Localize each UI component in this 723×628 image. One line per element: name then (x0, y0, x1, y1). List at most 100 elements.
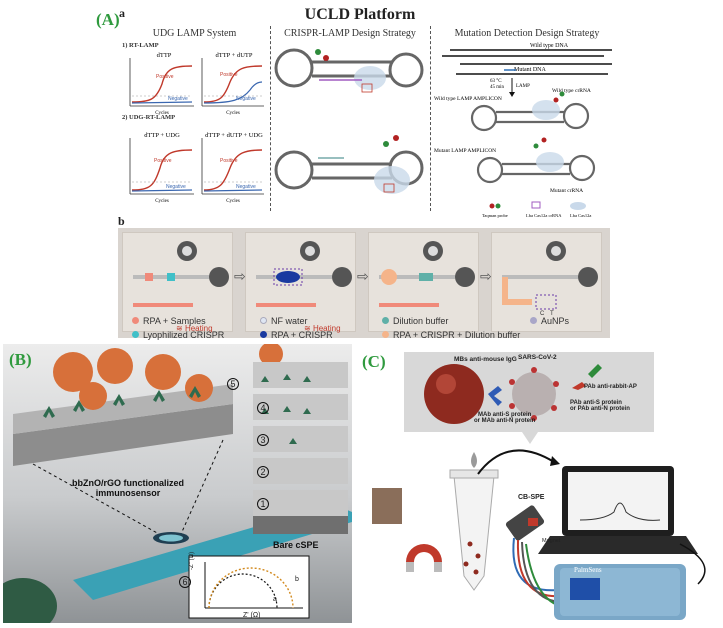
lamp-label: LAMP (516, 84, 530, 89)
arrow-3: ⇨ (480, 268, 492, 284)
chip-step-2 (245, 232, 356, 332)
legend-probe: Taqman probe (482, 213, 508, 218)
probe-red-bottom (393, 135, 399, 141)
legend-crrna: Lba Cas12a crRNA (526, 213, 562, 218)
nyquist-xaxis: Z' (Ω) (243, 612, 261, 619)
chip-step-3 (368, 232, 479, 332)
legend-item-rpa-samples: RPA + Samples (132, 316, 206, 326)
plot-1: dTTP Positive Negative Cycles (129, 52, 194, 116)
step-5: 5 (227, 378, 239, 390)
virus-particles (53, 344, 283, 410)
legend-item-rpa-crispr-dilution: RPA + CRISPR + Dilution buffer (382, 330, 520, 340)
legend-label: RPA + CRISPR (271, 330, 333, 340)
plot-3-xaxis: Cycles (155, 199, 169, 204)
udg-plots: dTTP Positive Negative Cycles dTTP + dUT… (129, 52, 264, 204)
mutant-dna-label: Mutant DNA (514, 67, 546, 73)
panel-C-electrochemical: (C) (358, 344, 721, 623)
legend-label: Dilution buffer (393, 316, 449, 326)
step-6: 6 (179, 576, 191, 588)
chip-letter-c: C (540, 311, 545, 317)
cbspe-label: CB-SPE (518, 494, 545, 501)
plot-3: dTTP + UDG Positive Negative Cycles (129, 132, 194, 204)
probe-green-top (315, 49, 321, 55)
legend-item-aunps: AuNPs (530, 316, 569, 326)
legend-dot (382, 317, 389, 324)
wt-dna-label: Wild type DNA (530, 43, 569, 49)
plot-4-xaxis: Cycles (226, 199, 240, 204)
legend-dot (260, 317, 267, 324)
plot-3-title: dTTP + UDG (144, 132, 180, 139)
step-2: 2 (257, 466, 269, 478)
panel-B-tag: (B) (9, 350, 32, 369)
panel-B-immunosensor: (B) bbZnO/rGO functionalized immunosenso… (3, 344, 352, 623)
sub-letter-a: a (119, 6, 125, 20)
plot-3-positive: Positive (154, 158, 172, 164)
mut-crrna-label: Mutant crRNA (550, 188, 583, 194)
legend-dot (132, 331, 139, 338)
sub-letter-b: b (118, 214, 125, 228)
legend-dot (530, 317, 537, 324)
crispr-lamp-diagram (274, 48, 424, 194)
nyquist-curve-a: a (273, 596, 277, 603)
device-label: PalmSens (574, 566, 602, 574)
ucld-title: UCLD Platform (304, 6, 416, 23)
plot-2: dTTP + dUTP Positive Negative Cycles (201, 52, 264, 116)
cas12a-blob-bottom (374, 166, 410, 194)
dumbbell-top (274, 48, 424, 93)
plot-3-negative: Negative (166, 184, 186, 190)
panel-a-ucld: (A) a UCLD Platform UDG LAMP System 1) R… (0, 0, 723, 222)
legend-label: AuNPs (541, 316, 570, 326)
mutation-title: Mutation Detection Design Strategy (454, 28, 600, 39)
step-1: 1 (257, 498, 269, 510)
nyquist-curve-b: b (295, 576, 299, 583)
udg-lamp-title: UDG LAMP System (152, 28, 237, 39)
legend-item-nf-water: NF water (260, 316, 308, 326)
virus-label: SARS-CoV-2 (518, 354, 557, 361)
arrow-2: ⇨ (357, 268, 369, 284)
legend-dot (132, 317, 139, 324)
legend-label: Lyophilized CRISPR (143, 330, 225, 340)
legend-cas: Lba Cas12a (570, 213, 591, 218)
heating-text-2: Heating (312, 324, 341, 333)
rt-lamp-label: 1) RT-LAMP (122, 42, 159, 49)
mutation-diagram: Wild type DNA Mutant DNA LAMP 63 °C 45 m… (434, 43, 612, 218)
plot-2-negative: Negative (236, 96, 256, 102)
heating-label-2: ≋ Heating (304, 324, 341, 333)
legend-label: NF water (271, 316, 308, 326)
magnet-label: Magnet (542, 538, 561, 544)
dumbbell-bottom (274, 135, 424, 194)
pab-rabbit-label: PAb anti-rabbit-AP (584, 384, 637, 390)
antibodies (43, 386, 201, 418)
plot-2-xaxis: Cycles (226, 111, 240, 116)
mbs-label: MBs anti-mouse IgG (454, 356, 517, 363)
probe-red-top (323, 55, 329, 61)
wt-crrna-label: Wild type crRNA (552, 88, 591, 94)
udg-rt-lamp-label: 2) UDG-RT-LAMP (122, 114, 176, 121)
plot-1-xaxis: Cycles (155, 111, 169, 116)
plot-1-title: dTTP (157, 52, 172, 59)
panel-a-tag: (A) (96, 10, 120, 29)
panel-b-legend: RPA + Samples NF water Dilution buffer A… (130, 316, 610, 344)
plot-4-title: dTTP + dUTP + UDG (205, 132, 263, 139)
sensor-scene (372, 352, 706, 620)
separator-right (430, 26, 431, 211)
legend-item-rpa-crispr: RPA + CRISPR (260, 330, 333, 340)
chip-letter-t: T (550, 311, 554, 317)
legend-item-dilution: Dilution buffer (382, 316, 448, 326)
plot-1-positive: Positive (156, 74, 174, 80)
mut-amplicon-label: Mutant LAMP AMPLICON (434, 148, 496, 154)
arrow-1: ⇨ (234, 268, 246, 284)
bare-cspe-label: Bare cSPE (273, 540, 319, 550)
nyquist-yaxis: -Z'' (Ω) (189, 551, 195, 570)
pab-label: PAb anti-S protein or PAb anti-N protein (570, 400, 630, 412)
legend-item-lyophilized: Lyophilized CRISPR (132, 330, 224, 340)
plot-1-negative: Negative (168, 96, 188, 102)
panel-b-workflow: ⇨ ⇨ ⇨ C T (118, 228, 610, 338)
plot-4: dTTP + dUTP + UDG Positive Negative Cycl… (201, 132, 264, 204)
legend-label: RPA + CRISPR + Dilution buffer (393, 330, 521, 340)
step-3: 3 (257, 434, 269, 446)
cas12a-blob-top (354, 66, 386, 90)
mab-label: MAb anti-S protein or MAb anti-N protein (474, 412, 536, 424)
heating-text-1: Heating (184, 324, 213, 333)
crispr-lamp-title: CRISPR-LAMP Design Strategy (284, 28, 416, 39)
